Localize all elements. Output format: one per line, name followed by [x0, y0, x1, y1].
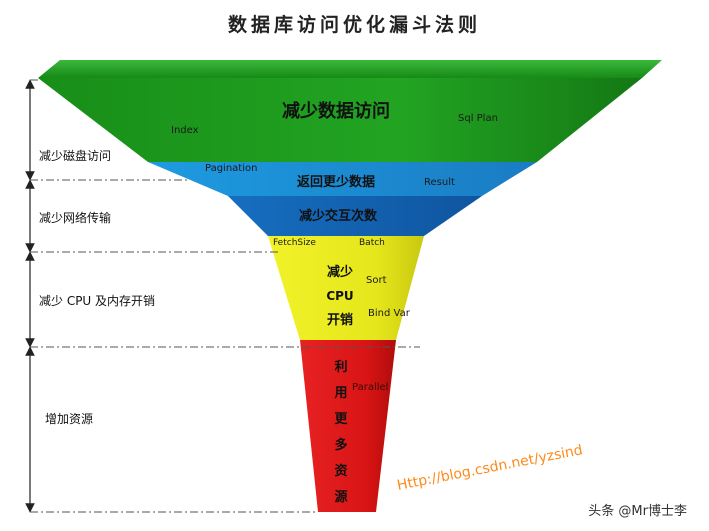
tier-reduce-interactions	[228, 196, 482, 236]
label-index: Index	[171, 125, 199, 136]
watermark: 头条 @Mr博士李	[588, 504, 687, 519]
label-bind-var: Bind Var	[368, 308, 411, 319]
label-pagination: Pagination	[205, 163, 257, 174]
blog-url: Http://blog.csdn.net/yzsind	[396, 442, 584, 494]
tier-more-resources	[300, 340, 396, 512]
label-parallel: Parallel	[352, 382, 388, 393]
side-label-resources: 增加资源	[45, 412, 93, 426]
tier-return-less-data	[148, 162, 537, 196]
label-sql-plan: Sql Plan	[458, 113, 498, 124]
tier-reduce-cpu-line-1: 减少	[327, 264, 353, 280]
label-sort: Sort	[366, 275, 387, 286]
tier-data-access-name: 减少数据访问	[282, 100, 390, 122]
tier-more-resources-line-6: 源	[334, 489, 347, 505]
tier-data-access	[38, 78, 642, 162]
tier-reduce-cpu-line-3: 开销	[327, 312, 353, 328]
side-label-network: 减少网络传输	[39, 210, 111, 225]
tier-more-resources-line-3: 更	[334, 412, 348, 427]
tier-data-access-top	[38, 60, 662, 78]
diagram-title: 数据库访问优化漏斗法则	[227, 14, 481, 36]
side-label-disk: 减少磁盘访问	[39, 148, 111, 163]
label-batch: Batch	[359, 238, 385, 248]
funnel	[38, 60, 662, 512]
tier-more-resources-line-5: 资	[334, 463, 347, 479]
label-result: Result	[424, 177, 455, 188]
tier-more-resources-line-4: 多	[334, 437, 347, 453]
tier-more-resources-line-1: 利	[334, 359, 347, 375]
tier-reduce-cpu-line-2: CPU	[326, 289, 353, 303]
tier-reduce-interactions-name: 减少交互次数	[299, 208, 378, 224]
label-fetchsize: FetchSize	[273, 238, 316, 248]
side-label-cpu: 减少 CPU 及内存开销	[39, 294, 155, 308]
tier-return-less-data-name: 返回更少数据	[297, 174, 375, 190]
tier-reduce-cpu	[268, 236, 424, 340]
tier-more-resources-line-2: 用	[333, 386, 347, 401]
